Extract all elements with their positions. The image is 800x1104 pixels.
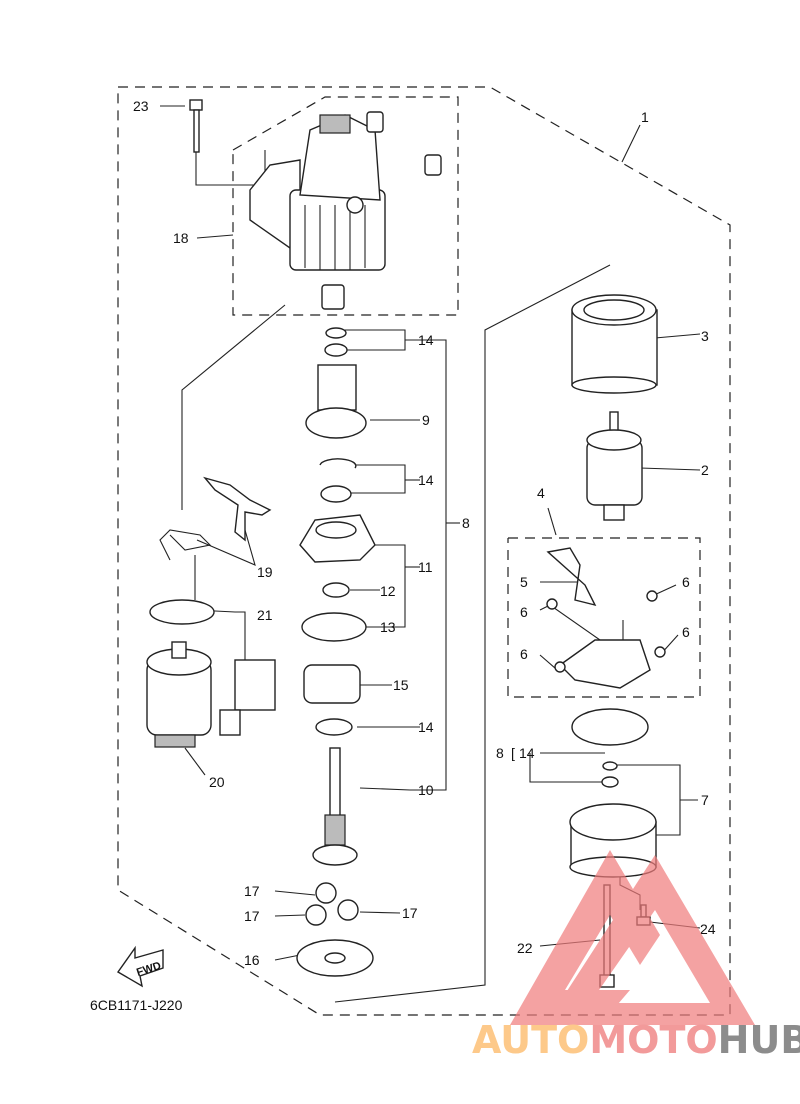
- part-solenoid-18: [249, 111, 442, 310]
- brush-holder-group-outline: [507, 537, 701, 698]
- callout: 11: [418, 559, 433, 575]
- solenoid-group-outline: [232, 96, 459, 316]
- callout: 19: [257, 564, 273, 580]
- part-armature-parts: [296, 327, 376, 977]
- callout: 3: [701, 328, 709, 344]
- callout: 18: [173, 230, 189, 246]
- callout: 6: [520, 646, 528, 662]
- callout: 17: [402, 905, 418, 921]
- callout: 20: [209, 774, 225, 790]
- callout: 14: [418, 472, 434, 488]
- callout: 5: [520, 574, 528, 590]
- callout: 6: [682, 574, 690, 590]
- watermark-logo: [510, 850, 755, 1025]
- callout: 7: [701, 792, 709, 808]
- callout: 23: [133, 98, 149, 114]
- callout: 8: [496, 745, 504, 761]
- callout: 17: [244, 883, 260, 899]
- callout: 2: [701, 462, 709, 478]
- callout: 13: [380, 619, 396, 635]
- part-lever-19: [159, 476, 272, 561]
- diagram-code: 6CB1171-J220: [90, 997, 183, 1013]
- part-armature-2: [586, 411, 643, 521]
- part-end-cover-7: [569, 708, 657, 878]
- callout: 14: [519, 745, 535, 761]
- callout: 16: [244, 952, 260, 968]
- callout: 6: [520, 604, 528, 620]
- callout: 9: [422, 412, 430, 428]
- callout: 15: [393, 677, 409, 693]
- bracket-glyph: [: [511, 745, 515, 761]
- callout: 21: [257, 607, 273, 623]
- callout: 24: [700, 921, 716, 937]
- callout: 14: [418, 332, 434, 348]
- callout: 17: [244, 908, 260, 924]
- callout: 6: [682, 624, 690, 640]
- part-bolt-23: [189, 99, 203, 153]
- callout: 10: [418, 782, 434, 798]
- callout-labels: 23 1 18 3 14 9 2 4 14 8 19 11 5 6 6 12 2…: [133, 98, 716, 968]
- callout: 12: [380, 583, 396, 599]
- part-yoke-3: [571, 294, 658, 394]
- callout: 22: [517, 940, 533, 956]
- callout: 8: [462, 515, 470, 531]
- callout: 14: [418, 719, 434, 735]
- callout: 1: [641, 109, 649, 125]
- watermark-text: AUTOMOTOHUB: [472, 1018, 800, 1062]
- callout: 4: [537, 485, 545, 501]
- fwd-arrow-icon: FWD: [116, 945, 164, 988]
- part-brush-holder-4: [546, 547, 666, 689]
- leader-lines: [160, 105, 701, 1003]
- part-starter-relay-20-21: [146, 599, 276, 748]
